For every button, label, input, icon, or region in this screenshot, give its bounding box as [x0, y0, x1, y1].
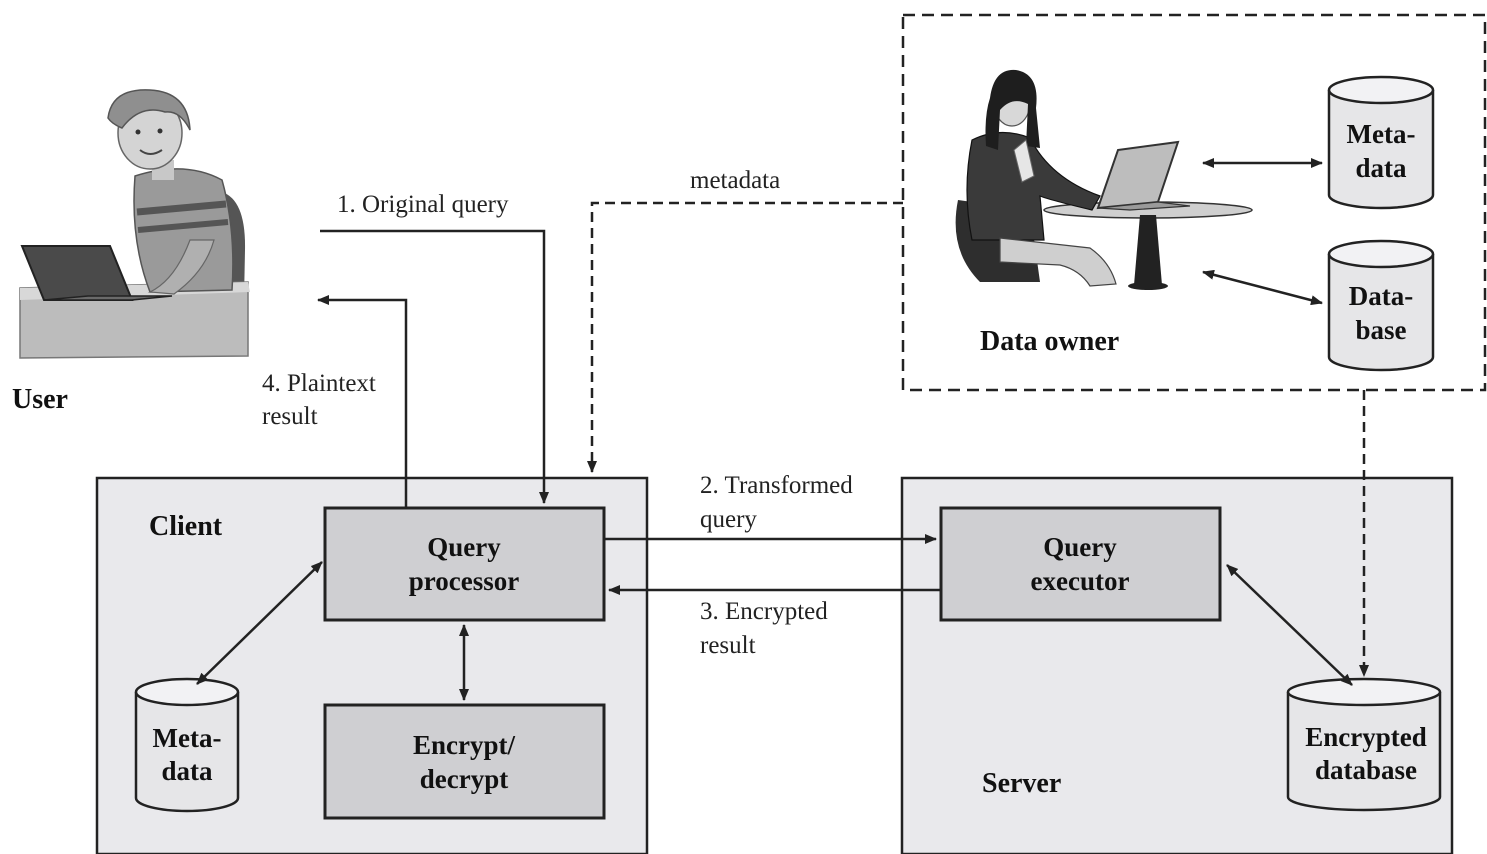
owner-metadata-store: Meta- data [1327, 75, 1435, 210]
client-label: Client [149, 511, 223, 542]
owner-database-store: Data- base [1327, 239, 1435, 372]
original-query-arrow [320, 229, 549, 504]
encrypt-decrypt-line1: Encrypt/ [413, 730, 516, 760]
client-metadata-line2: data [161, 756, 213, 786]
encrypt-decrypt-line2: decrypt [420, 764, 508, 794]
client-metadata-line1: Meta- [153, 723, 222, 753]
executor-database-arrow [1226, 564, 1353, 686]
plaintext-result-arrow [317, 295, 408, 508]
metadata-label: metadata [690, 167, 780, 194]
encrypt-decrypt-box: Encrypt/ decrypt [323, 703, 606, 820]
encrypted-database-store: Encrypted database [1286, 677, 1442, 812]
owner-metadata-line2: data [1355, 153, 1407, 183]
processor-metadata-arrow [196, 561, 323, 685]
data-owner-container: Data owner [901, 13, 1487, 392]
data-owner-label: Data owner [980, 326, 1119, 357]
user-illustration: User [12, 89, 250, 415]
query-processor-box: Query processor [323, 506, 606, 622]
encrypted-database-line2: database [1315, 755, 1417, 785]
owner-database-arrow [1202, 269, 1323, 306]
query-processor-line2: processor [409, 566, 519, 596]
metadata-distribution-arrow [587, 201, 903, 473]
plaintext-result-label-1: 4. Plaintext [262, 370, 376, 397]
encrypted-result-label-2: result [700, 632, 756, 659]
transformed-query-label-1: 2. Transformed [700, 472, 853, 499]
encrypted-database-line1: Encrypted [1305, 722, 1427, 752]
encrypted-result-label-1: 3. Encrypted [700, 598, 828, 625]
query-executor-line2: executor [1031, 566, 1130, 596]
user-label: User [12, 384, 68, 415]
query-processor-line1: Query [427, 532, 501, 562]
client-metadata-store: Meta- data [134, 677, 240, 813]
plaintext-result-label-2: result [262, 403, 318, 430]
owner-database-line1: Data- [1349, 281, 1413, 311]
transformed-query-label-2: query [700, 506, 757, 533]
owner-database-line2: base [1355, 315, 1406, 345]
query-executor-line1: Query [1043, 532, 1117, 562]
query-executor-box: Query executor [939, 506, 1222, 622]
owner-metadata-line1: Meta- [1347, 119, 1416, 149]
data-owner-illustration [955, 69, 1253, 290]
original-query-label: 1. Original query [337, 191, 509, 218]
server-label: Server [982, 768, 1061, 799]
